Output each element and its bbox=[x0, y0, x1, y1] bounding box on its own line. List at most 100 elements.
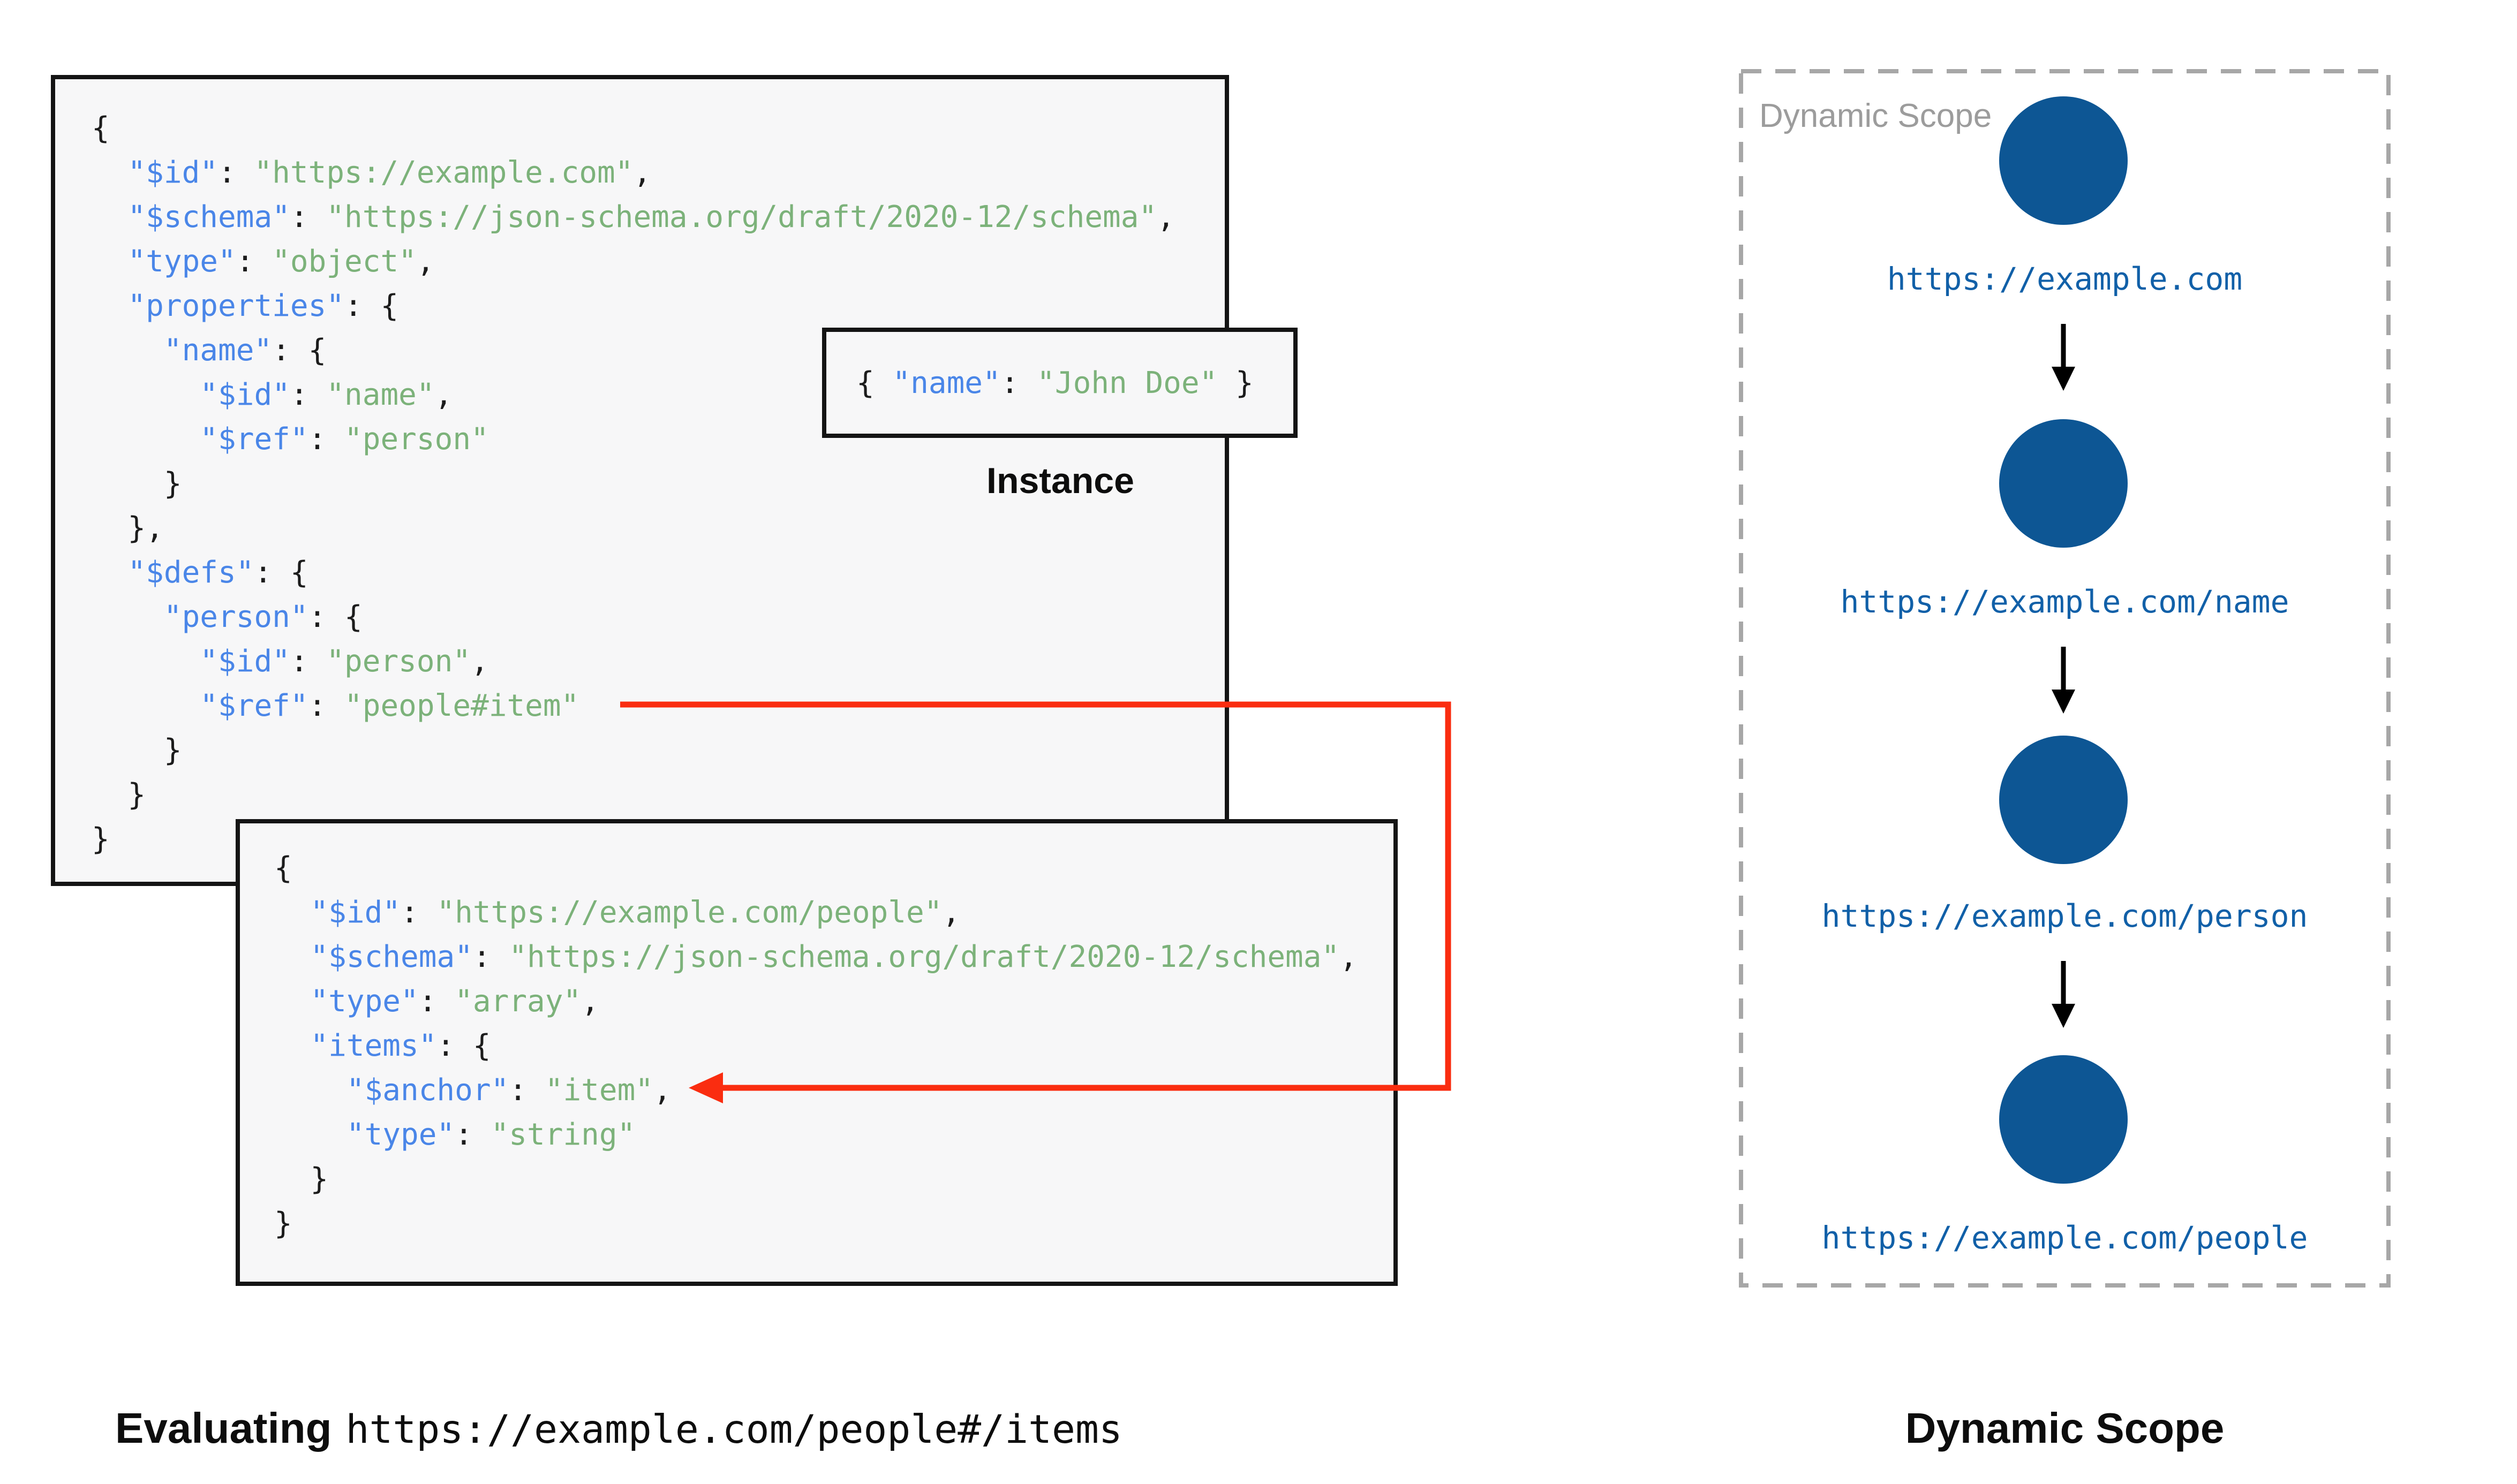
code-line: } bbox=[274, 1157, 1393, 1201]
code-line: "$schema": "https://json-schema.org/draf… bbox=[92, 195, 1225, 239]
code-token: "people#item" bbox=[344, 688, 579, 723]
people-schema-code: { "$id": "https://example.com/people", "… bbox=[240, 823, 1393, 1246]
code-token: "type" bbox=[127, 244, 236, 279]
code-token bbox=[274, 1028, 310, 1063]
code-token: } bbox=[92, 822, 110, 857]
code-token: : bbox=[401, 895, 437, 930]
dynamic-scope-caption: Dynamic Scope bbox=[1905, 1404, 2225, 1452]
code-line: "person": { bbox=[92, 595, 1225, 639]
instance-code: { "name": "John Doe" } bbox=[856, 361, 1254, 405]
code-token: "string" bbox=[491, 1117, 636, 1152]
code-line: "$id": "https://example.com/people", bbox=[274, 890, 1393, 935]
code-line: "$schema": "https://json-schema.org/draf… bbox=[274, 935, 1393, 979]
code-line: "$id": "person", bbox=[92, 639, 1225, 684]
code-token: { bbox=[856, 365, 893, 400]
code-token: : bbox=[290, 200, 327, 234]
code-token bbox=[92, 155, 127, 190]
code-token: "type" bbox=[310, 984, 419, 1019]
code-token bbox=[92, 377, 200, 412]
code-line: } bbox=[92, 773, 1225, 817]
code-token: : { bbox=[272, 333, 327, 368]
code-token: } bbox=[92, 733, 182, 768]
code-token: "items" bbox=[310, 1028, 437, 1063]
root-schema-code: { "$id": "https://example.com", "$schema… bbox=[55, 79, 1225, 861]
evaluating-uri: https://example.com/people#/items bbox=[345, 1407, 1122, 1452]
code-token: , bbox=[471, 644, 489, 679]
code-line: { bbox=[274, 846, 1393, 890]
code-token: : bbox=[509, 1073, 545, 1108]
code-token: "$id" bbox=[310, 895, 401, 930]
code-token: } bbox=[92, 777, 146, 812]
down-arrow-icon bbox=[2052, 961, 2075, 1028]
code-token bbox=[92, 244, 127, 279]
code-line: } bbox=[92, 817, 1225, 861]
code-line: "type": "array", bbox=[274, 979, 1393, 1024]
code-token: : bbox=[418, 984, 455, 1019]
code-line: } bbox=[92, 461, 1225, 506]
code-line: "$defs": { bbox=[92, 550, 1225, 595]
code-token: : bbox=[290, 377, 327, 412]
code-token: "$schema" bbox=[310, 940, 473, 974]
code-token: "$defs" bbox=[127, 555, 254, 590]
code-token bbox=[92, 688, 200, 723]
code-token: , bbox=[633, 155, 652, 190]
code-line: "$anchor": "item", bbox=[274, 1068, 1393, 1112]
dynamic-scope-title: Dynamic Scope bbox=[1759, 97, 1992, 134]
scope-node-circle bbox=[1999, 419, 2128, 548]
code-token: : { bbox=[436, 1028, 491, 1063]
code-line: "type": "string" bbox=[274, 1112, 1393, 1157]
code-line: } bbox=[92, 728, 1225, 773]
code-token: "name" bbox=[326, 377, 435, 412]
code-token: "$ref" bbox=[200, 688, 308, 723]
code-token bbox=[274, 984, 310, 1019]
code-token: "$schema" bbox=[127, 200, 290, 234]
code-token bbox=[274, 1073, 346, 1108]
code-token: "array" bbox=[455, 984, 582, 1019]
code-line: "$ref": "person" bbox=[92, 417, 1225, 461]
code-token: , bbox=[434, 377, 453, 412]
dynamic-scope-box: Dynamic Scope https://example.com https:/… bbox=[1739, 69, 2391, 1288]
code-token: "type" bbox=[346, 1117, 455, 1152]
code-token: "https://example.com/people" bbox=[436, 895, 943, 930]
code-line: "name": { bbox=[92, 328, 1225, 373]
code-line: "properties": { bbox=[92, 284, 1225, 328]
code-token bbox=[92, 555, 127, 590]
scope-node-circle bbox=[1999, 736, 2128, 864]
code-token: "https://json-schema.org/draft/2020-12/s… bbox=[326, 200, 1157, 234]
code-token: , bbox=[653, 1073, 672, 1108]
code-token: "person" bbox=[344, 422, 489, 457]
code-token: "$id" bbox=[200, 644, 290, 679]
code-token bbox=[92, 422, 200, 457]
down-arrow-icon bbox=[2052, 647, 2075, 714]
code-token: : { bbox=[254, 555, 308, 590]
code-token bbox=[92, 289, 127, 323]
code-token bbox=[92, 333, 164, 368]
code-token: "object" bbox=[272, 244, 417, 279]
down-arrow-icon bbox=[2052, 324, 2075, 391]
code-token: "properties" bbox=[127, 289, 345, 323]
code-token: : bbox=[472, 940, 509, 974]
code-line: } bbox=[274, 1201, 1393, 1246]
code-token: : bbox=[218, 155, 254, 190]
code-token: : bbox=[455, 1117, 491, 1152]
instance-panel: { "name": "John Doe" } bbox=[822, 328, 1298, 438]
code-token: : bbox=[1000, 365, 1037, 400]
code-line: { "name": "John Doe" } bbox=[856, 361, 1254, 405]
code-token bbox=[274, 895, 310, 930]
code-token: : bbox=[308, 422, 345, 457]
evaluating-caption: Evaluating https://example.com/people#/i… bbox=[115, 1402, 1122, 1457]
code-token: } bbox=[274, 1206, 292, 1241]
scope-node-url: https://example.com bbox=[1887, 261, 2243, 297]
code-token: } bbox=[274, 1162, 329, 1197]
dashed-border bbox=[1739, 69, 2391, 1288]
code-line: "items": { bbox=[274, 1024, 1393, 1068]
code-token: : bbox=[290, 644, 327, 679]
code-token bbox=[274, 1117, 346, 1152]
code-token: { bbox=[274, 851, 292, 885]
code-token: , bbox=[581, 984, 599, 1019]
code-token: "person" bbox=[326, 644, 471, 679]
scope-node-url: https://example.com/people bbox=[1821, 1220, 2308, 1256]
code-token: "item" bbox=[545, 1073, 654, 1108]
code-token: "person" bbox=[163, 600, 308, 634]
